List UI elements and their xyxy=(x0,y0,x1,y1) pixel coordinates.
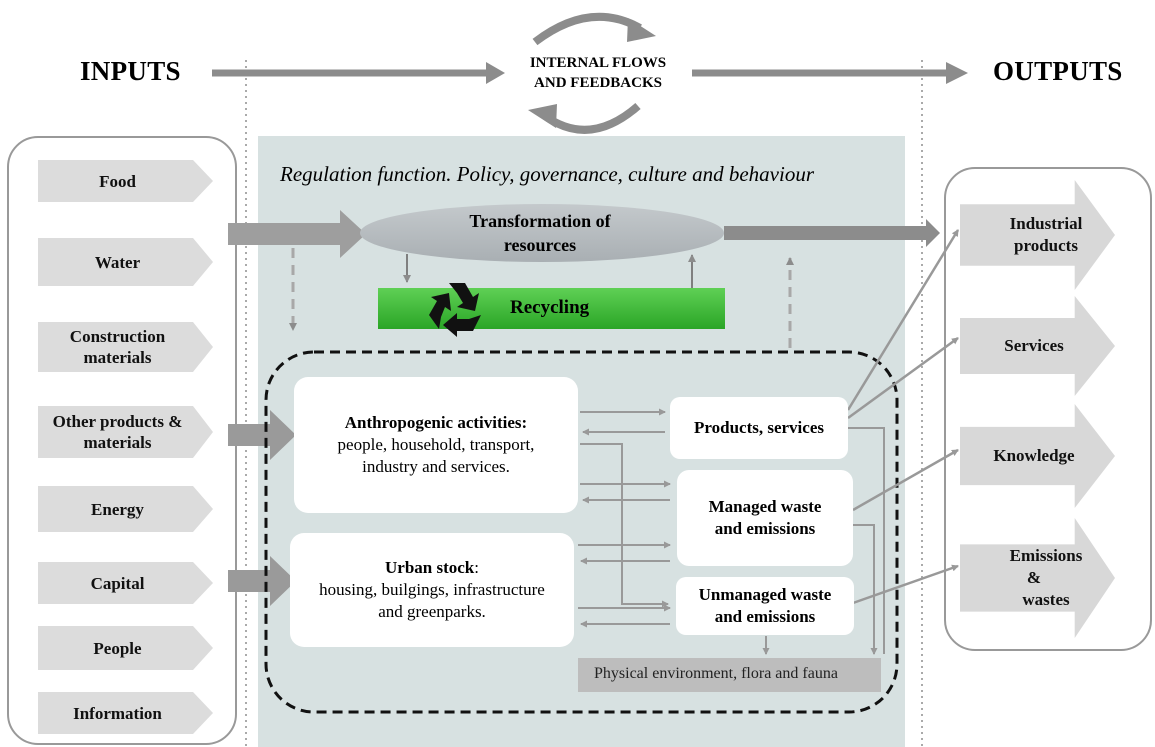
products-services-box: Products, services xyxy=(670,397,848,459)
managed-waste-box: Managed waste and emissions xyxy=(677,470,853,566)
output-emissions-wastes: Emissions &wastes xyxy=(960,518,1115,638)
physical-environment-label: Physical environment, flora and fauna xyxy=(594,665,838,682)
internal-flows-title: INTERNAL FLOWS AND FEEDBACKS xyxy=(529,55,667,91)
urban-stock-box: Urban stock: housing, builgings, infrast… xyxy=(290,533,574,647)
outputs-heading: OUTPUTS xyxy=(993,56,1123,86)
regulation-label: Regulation function. Policy, governance,… xyxy=(280,162,815,186)
unmanaged-waste-box: Unmanaged waste and emissions xyxy=(676,577,854,635)
output-knowledge: Knowledge xyxy=(960,404,1115,508)
outputs-container xyxy=(944,167,1152,651)
input-food: Food xyxy=(38,160,213,202)
input-arrow-transformation xyxy=(228,210,366,258)
input-water: Water xyxy=(38,238,213,286)
input-information: Information xyxy=(38,692,213,734)
input-other-products: Other products &materials xyxy=(38,406,213,458)
input-people: People xyxy=(38,626,213,670)
feedback-arrow-bottom xyxy=(542,102,641,134)
output-services: Services xyxy=(960,296,1115,396)
input-arrow-anthropogenic xyxy=(228,410,296,460)
urban-system-boundary xyxy=(264,350,899,714)
inputs-heading: INPUTS xyxy=(80,56,181,86)
input-capital: Capital xyxy=(38,562,213,604)
transformation-output-arrow xyxy=(724,219,940,247)
transformation-label: Transformation of resources xyxy=(469,211,611,255)
physical-environment-strip xyxy=(578,658,881,692)
recycle-icon xyxy=(429,283,481,337)
recycling-label: Recycling xyxy=(510,297,590,318)
input-energy: Energy xyxy=(38,486,213,532)
transformation-ellipse xyxy=(360,204,724,262)
input-arrow-urban xyxy=(228,556,296,606)
feedback-arrow-top xyxy=(532,12,642,46)
anthropogenic-activities-box: Anthropogenic activities: people, househ… xyxy=(294,377,578,513)
